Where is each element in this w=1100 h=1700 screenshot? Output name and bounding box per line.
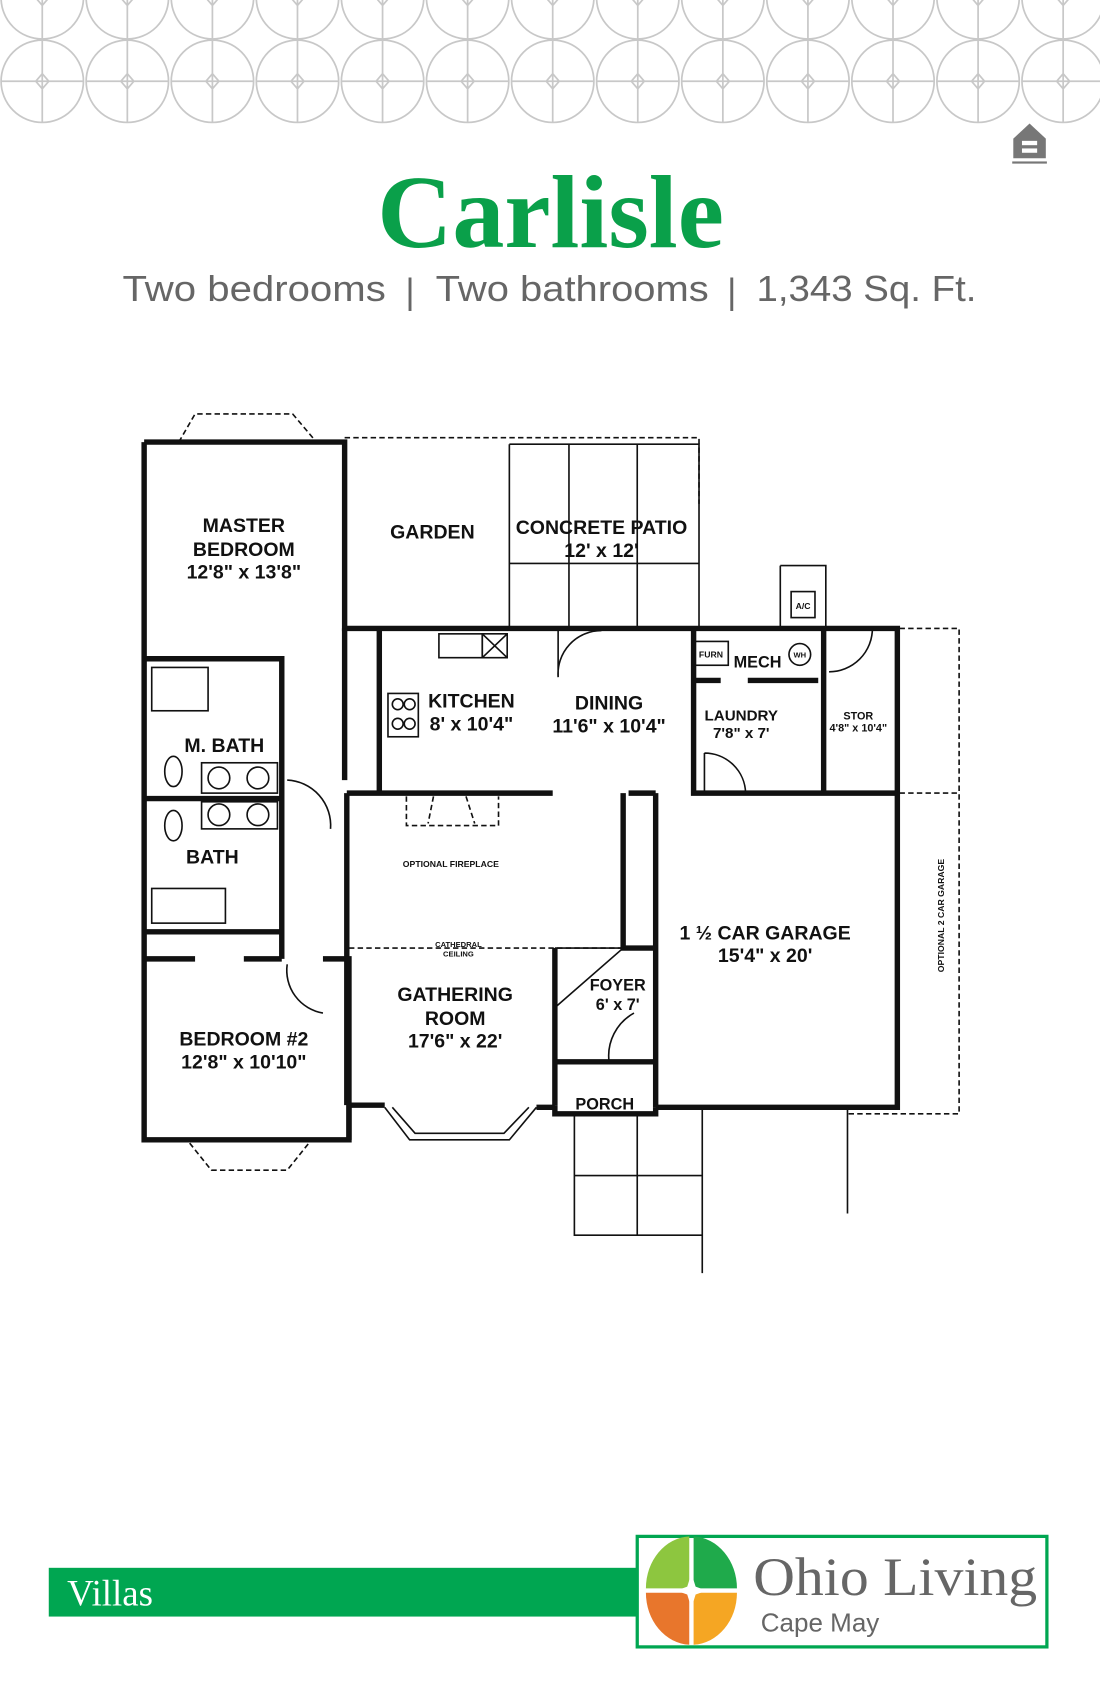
pattern-cross [851, 40, 935, 123]
pattern-cross [717, 0, 729, 40]
logo-location: Cape May [761, 1608, 880, 1638]
pattern-oval [1021, 0, 1100, 40]
mech-label: MECH [734, 653, 782, 671]
laundry-size: 7'8" x 7' [713, 725, 770, 742]
pattern-cross [1021, 40, 1100, 123]
pattern-cross [887, 0, 899, 40]
bedroom-2-label: BEDROOM #2 [179, 1029, 308, 1051]
square-footage: 1,343 Sq. Ft. [756, 269, 976, 309]
kitchen-size: 8' x 10'4" [430, 713, 514, 735]
pattern-cross [631, 0, 644, 40]
pattern-cross [291, 0, 304, 40]
laundry-label: LAUNDRY [705, 708, 779, 725]
garden-label: GARDEN [390, 521, 475, 543]
pattern-cross [596, 40, 679, 123]
foyer-size: 6' x 7' [596, 996, 640, 1014]
pattern-cross [461, 0, 474, 40]
pattern-cross [936, 40, 1020, 123]
bathrooms-count: Two bathrooms [436, 269, 709, 309]
pattern-cross [121, 0, 134, 40]
pattern-cross [206, 0, 219, 40]
patio-size: 12' x 12' [564, 540, 638, 562]
furnace-label: FURN [699, 650, 723, 660]
equal-housing-opportunity-icon [1012, 123, 1047, 164]
ac-label: A/C [796, 601, 812, 611]
villas-label: Villas [67, 1573, 153, 1614]
pattern-cross [1, 40, 84, 123]
ohio-living-emblem-icon [645, 1536, 737, 1645]
pattern-cross [36, 0, 49, 40]
ceiling-note: CEILING [443, 950, 474, 959]
bedrooms-count: Two bedrooms [122, 269, 385, 309]
page-title: Carlisle [377, 154, 724, 270]
pattern-cross [766, 40, 850, 123]
kitchen-label: KITCHEN [428, 691, 515, 713]
foyer-label: FOYER [590, 976, 646, 994]
porch-label: PORCH [575, 1095, 634, 1113]
stor-size: 4'8" x 10'4" [830, 722, 888, 734]
pattern-cross [256, 40, 339, 123]
pattern-cross [341, 40, 424, 123]
dining-label: DINING [575, 693, 643, 715]
bedroom-2-size: 12'8" x 10'10" [181, 1051, 306, 1073]
dining-size: 11'6" x 10'4" [552, 715, 665, 737]
pattern-cross [171, 40, 254, 123]
fireplace-note: OPTIONAL FIREPLACE [403, 859, 499, 869]
villas-banner [48, 1567, 640, 1617]
pattern-cross [1057, 0, 1069, 40]
stor-label: STOR [843, 710, 873, 722]
m-bath-label: M. BATH [184, 735, 264, 757]
pattern-cross [376, 0, 389, 40]
ohio-living-logo: Ohio Living Cape May [635, 1534, 1049, 1649]
pattern-cross [681, 40, 765, 123]
decorative-pattern [0, 0, 1100, 124]
pattern-cross [972, 0, 984, 40]
logo-brand: Ohio Living [753, 1547, 1037, 1607]
master-bedroom-size: 12'8" x 13'8" [187, 562, 302, 584]
patio-label: CONCRETE PATIO [516, 517, 688, 539]
optional-garage-note: OPTIONAL 2 CAR GARAGE [936, 859, 946, 973]
master-bedroom-label: BEDROOM [193, 539, 295, 561]
gathering-room-label: GATHERING [397, 984, 513, 1006]
water-heater-label: WH [793, 651, 806, 660]
floor-plan [141, 413, 960, 1274]
pattern-cross [426, 40, 509, 123]
gathering-room-size: 17'6" x 22' [408, 1031, 502, 1053]
master-bedroom-label: MASTER [203, 515, 285, 537]
garage-size: 15'4" x 20' [718, 945, 812, 967]
garage-label: 1 ½ CAR GARAGE [680, 922, 851, 944]
pattern-cross [511, 40, 594, 123]
pattern-cross [86, 40, 169, 123]
bath-label: BATH [186, 847, 239, 869]
ceiling-note: CATHEDRAL [435, 940, 482, 949]
subtitle-separator: | [405, 271, 414, 311]
gathering-room-label: ROOM [425, 1008, 486, 1030]
pattern-cross [802, 0, 814, 40]
subtitle-separator: | [727, 271, 736, 311]
pattern-cross [546, 0, 559, 40]
